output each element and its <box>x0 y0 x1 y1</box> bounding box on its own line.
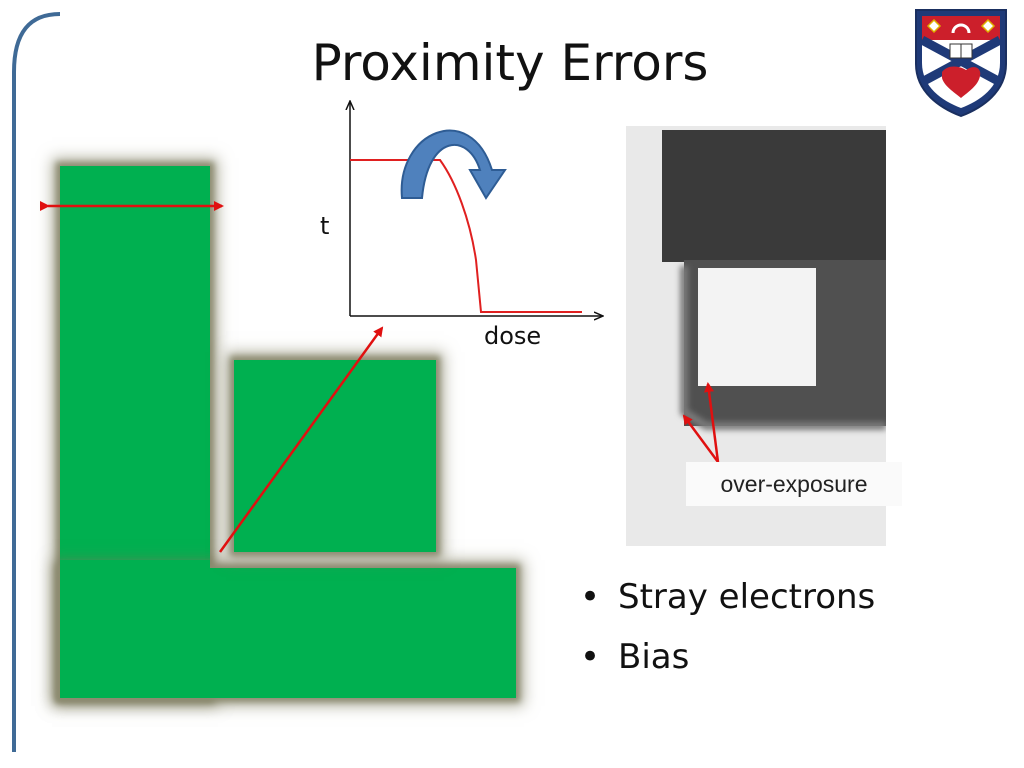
sem-micrograph <box>626 126 886 546</box>
graph-y-label: t <box>320 212 330 240</box>
slide-title: Proximity Errors <box>311 34 709 92</box>
thickness-dose-graph <box>350 102 602 316</box>
l-shape-corner-fill <box>60 560 210 572</box>
bullet-item: • Bias <box>580 640 875 674</box>
university-crest-icon <box>915 9 1007 118</box>
over-exposure-arrow-2 <box>682 414 720 463</box>
curved-arrow-icon <box>400 129 507 200</box>
graph-x-label: dose <box>484 322 542 350</box>
decorative-bracket <box>12 12 61 752</box>
over-exposure-label: over-exposure <box>686 462 902 506</box>
bullet-text: Bias <box>618 637 690 677</box>
l-shape-horizontal-bar <box>60 568 516 698</box>
over-exposure-arrow-1 <box>704 382 720 463</box>
bullet-text: Stray electrons <box>618 577 876 617</box>
square-pattern <box>234 360 436 552</box>
bullet-dot-icon: • <box>580 637 601 677</box>
bullet-dot-icon: • <box>580 577 601 617</box>
bullet-item: • Stray electrons <box>580 580 875 614</box>
graph-curve <box>350 159 582 313</box>
bullet-list: • Stray electrons • Bias <box>580 580 875 700</box>
